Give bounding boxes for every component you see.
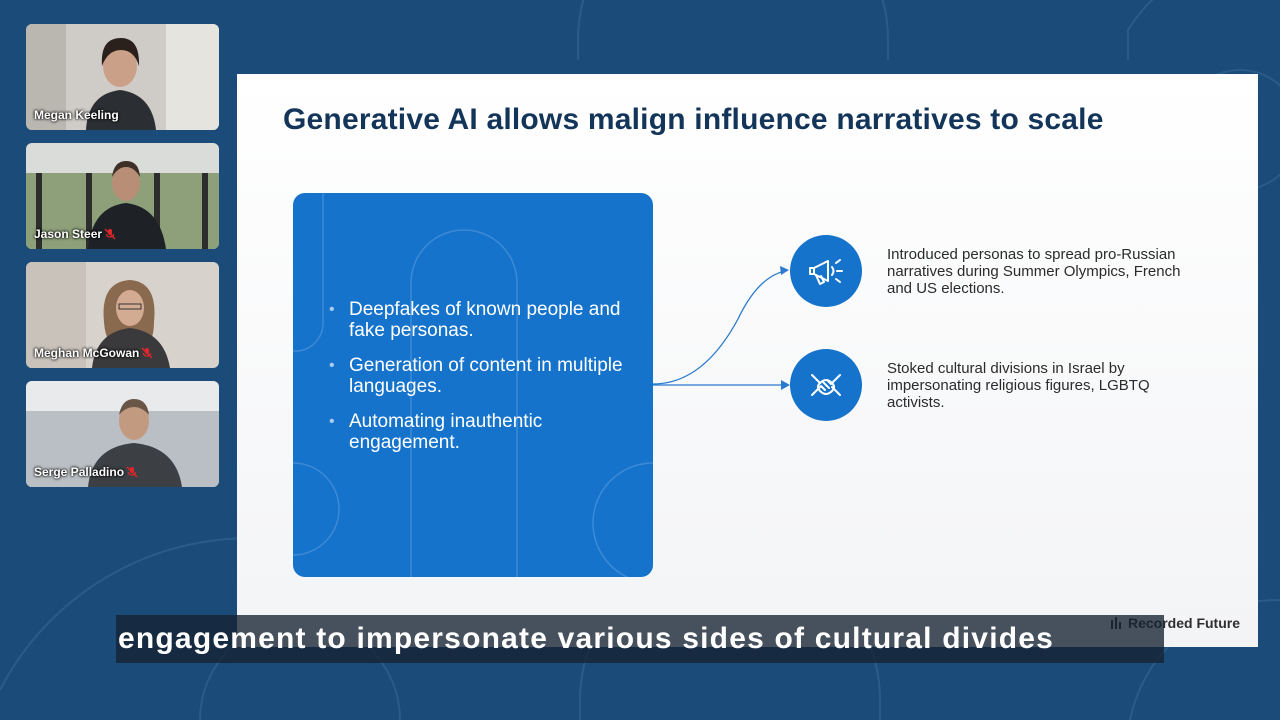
participant-tile[interactable]: Meghan McGowan bbox=[26, 262, 219, 368]
bullet-item: Automating inauthentic engagement. bbox=[329, 411, 629, 453]
participant-video bbox=[26, 381, 219, 487]
participant-name: Jason Steer bbox=[34, 227, 103, 241]
mic-muted-icon bbox=[104, 228, 116, 240]
participant-name: Megan Keeling bbox=[34, 108, 119, 122]
participant-video bbox=[26, 262, 219, 368]
slide-title: Generative AI allows malign influence na… bbox=[283, 103, 1104, 136]
bullet-list: Deepfakes of known people and fake perso… bbox=[329, 299, 629, 467]
participant-video bbox=[26, 143, 219, 249]
participant-tile[interactable]: Megan Keeling bbox=[26, 24, 219, 130]
connector-arrows bbox=[653, 266, 790, 390]
bullet-panel: Deepfakes of known people and fake perso… bbox=[293, 193, 653, 577]
mic-muted-icon bbox=[141, 347, 153, 359]
participant-name: Meghan McGowan bbox=[34, 346, 140, 360]
mic-muted-icon bbox=[126, 466, 138, 478]
participant-tile[interactable]: Jason Steer bbox=[26, 143, 219, 249]
point-icon-circle bbox=[790, 349, 862, 421]
point-text: Stoked cultural divisions in Israel by i… bbox=[887, 360, 1150, 411]
participant-video bbox=[26, 24, 219, 130]
participant-name-label: Serge Palladino bbox=[34, 465, 138, 479]
live-caption: engagement to impersonate various sides … bbox=[116, 615, 1164, 663]
bullet-item: Deepfakes of known people and fake perso… bbox=[329, 299, 629, 341]
participant-tile[interactable]: Serge Palladino bbox=[26, 381, 219, 487]
panel-decoration bbox=[293, 193, 653, 577]
shared-slide: Generative AI allows malign influence na… bbox=[237, 74, 1258, 647]
participant-name: Serge Palladino bbox=[34, 465, 125, 479]
megaphone-icon bbox=[809, 259, 843, 285]
point-text: Introduced personas to spread pro-Russia… bbox=[887, 246, 1181, 297]
hands-together-icon bbox=[811, 374, 841, 396]
participant-name-label: Jason Steer bbox=[34, 227, 116, 241]
bullet-item: Generation of content in multiple langua… bbox=[329, 355, 629, 397]
participant-name-label: Meghan McGowan bbox=[34, 346, 153, 360]
point-icon-circle bbox=[790, 235, 862, 307]
participant-name-label: Megan Keeling bbox=[34, 108, 119, 122]
